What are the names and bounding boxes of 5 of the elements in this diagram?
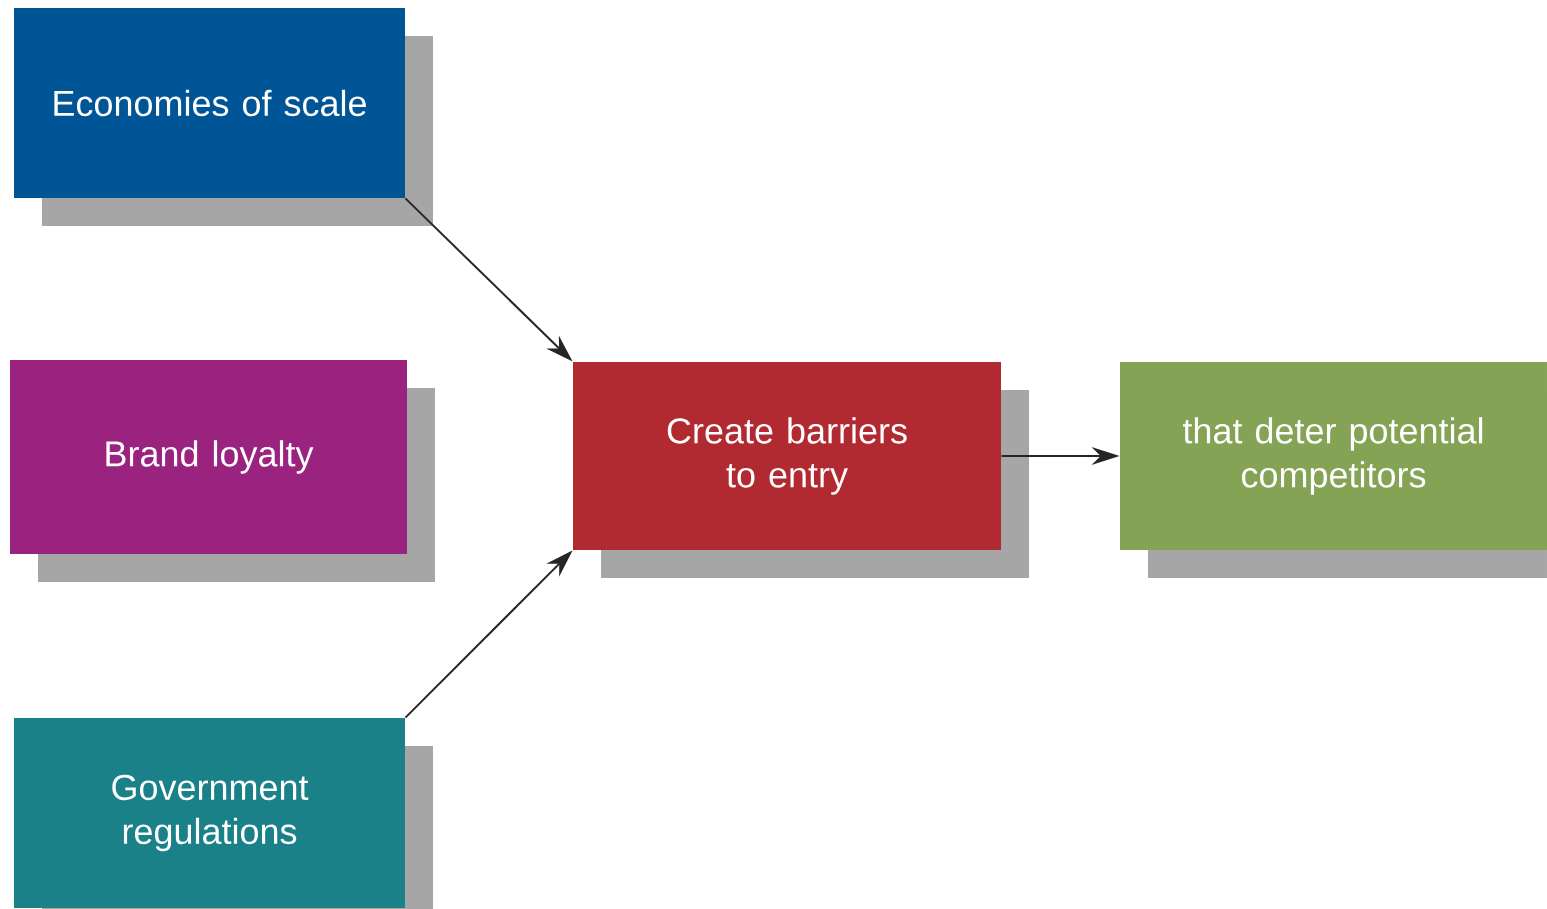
process-box: Government regulations [14, 718, 433, 909]
process-box: Economies of scale [14, 8, 433, 226]
process-box: that deter potential competitors [1120, 362, 1547, 578]
process-box: Brand loyalty [10, 360, 435, 582]
process-box: Create barriers to entry [573, 362, 1029, 578]
